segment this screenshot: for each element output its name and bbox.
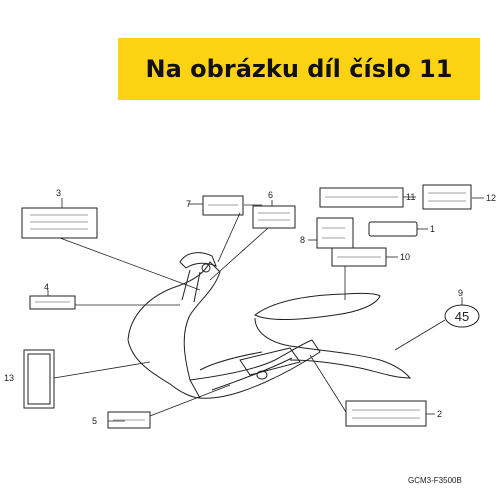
label-13-inner xyxy=(27,353,51,405)
callout-3: 3 xyxy=(56,188,61,198)
label-7 xyxy=(202,195,244,216)
label-13 xyxy=(23,349,55,409)
label-4 xyxy=(29,295,76,310)
diagram-code: GCM3-F3500B xyxy=(408,476,462,485)
callout-9: 9 xyxy=(458,288,463,298)
callout-11: 11 xyxy=(406,192,415,202)
mirror xyxy=(201,263,211,273)
scooter-handlebar xyxy=(179,252,217,269)
scooter-front-shield xyxy=(127,261,221,399)
label-12 xyxy=(422,184,472,210)
banner-title: Na obrázku díl číslo 11 xyxy=(145,55,453,83)
label-5 xyxy=(107,411,151,429)
fuel-cap xyxy=(256,370,268,380)
callout-7: 7 xyxy=(186,199,191,209)
label-3 xyxy=(21,207,98,239)
callout-4: 4 xyxy=(44,282,49,292)
label-11 xyxy=(319,187,404,208)
highlight-banner: Na obrázku díl číslo 11 xyxy=(118,38,480,100)
scooter-fork xyxy=(181,269,201,303)
callout-10: 10 xyxy=(400,252,410,262)
label-2 xyxy=(345,400,427,427)
callout-5: 5 xyxy=(92,416,97,426)
callout-12: 12 xyxy=(486,193,496,203)
scooter-underbody xyxy=(199,351,293,391)
scooter-seat xyxy=(254,292,381,320)
callout-13: 13 xyxy=(4,373,14,383)
scooter-rear-body xyxy=(254,317,412,379)
scooter-floor xyxy=(189,339,321,399)
callout-8: 8 xyxy=(300,235,305,245)
part-9-number: 45 xyxy=(455,309,469,324)
callout-1: 1 xyxy=(430,224,435,234)
label-1 xyxy=(368,221,418,237)
label-8 xyxy=(316,217,354,249)
label-6 xyxy=(252,205,296,229)
scooter-side-panel xyxy=(239,347,301,376)
callout-2: 2 xyxy=(437,409,442,419)
callout-6: 6 xyxy=(268,190,273,200)
